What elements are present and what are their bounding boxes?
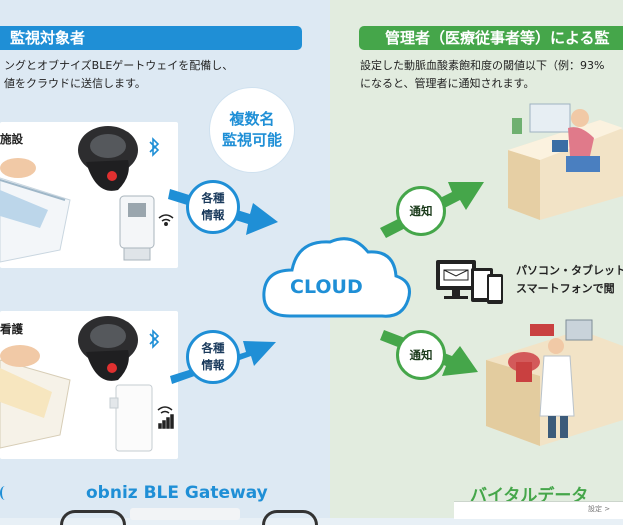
care-label: 看護: [0, 322, 23, 336]
gateway-device-icon: [109, 384, 153, 452]
info-bubble-top: 各種 情報: [186, 180, 240, 234]
manager-header: 管理者（医療従事者等）による監: [359, 26, 623, 50]
left-description-line-2: 値をクラウドに送信します。: [4, 77, 146, 90]
gateway-title: obniz BLE Gateway: [86, 483, 268, 503]
bluetooth-icon: [0, 486, 10, 500]
gateway-device-icon: [130, 508, 240, 520]
cloud-icon: [262, 237, 411, 318]
cloud-label: CLOUD: [290, 276, 363, 298]
ring-sensor-icon: [78, 126, 138, 191]
right-description-line-2: になると、管理者に通知されます。: [360, 77, 535, 90]
notify-bubble-top: 通知: [396, 186, 446, 236]
bluetooth-icon: [149, 137, 160, 349]
info-bubble-bottom: 各種 情報: [186, 330, 240, 384]
device-text-line-2: スマートフォンで閲: [516, 282, 615, 295]
notify-bubble-bottom: 通知: [396, 330, 446, 380]
settings-link[interactable]: 設定 >: [588, 505, 611, 513]
gateway-device-icon: [119, 195, 155, 261]
device-text-line-1: パソコン・タブレット: [516, 264, 623, 277]
multi-monitor-line-1: 複数名: [229, 110, 275, 128]
nurse-desk-icon: [508, 103, 623, 220]
pc-tablet-phone-icon: [436, 260, 503, 304]
monitored-person-header: 監視対象者: [0, 26, 302, 50]
notify-bottom-text: 通知: [409, 348, 433, 362]
app-screen-preview: 設定 >: [454, 501, 623, 519]
right-description-line-1: 設定した動脈血酸素飽和度の閾値以下（例：93%: [360, 59, 605, 72]
bed-icon: [0, 345, 71, 449]
info-bottom-line-1: 各種: [201, 341, 225, 355]
multi-monitor-line-2: 監視可能: [221, 131, 282, 149]
info-top-line-2: 情報: [201, 208, 225, 222]
ring-sensor-icon: [78, 316, 138, 381]
info-bottom-line-2: 情報: [201, 358, 225, 372]
bed-icon: [0, 158, 71, 263]
info-top-line-1: 各種: [201, 191, 225, 205]
facility-label: 施設: [0, 132, 23, 146]
left-description-line-1: ングとオブナイズBLEゲートウェイを配備し、: [4, 59, 234, 72]
multi-monitor-bubble: 複数名 監視可能: [210, 88, 294, 172]
notify-top-text: 通知: [409, 204, 433, 218]
doctor-icon: [486, 319, 623, 446]
wifi-icon: [157, 214, 174, 429]
